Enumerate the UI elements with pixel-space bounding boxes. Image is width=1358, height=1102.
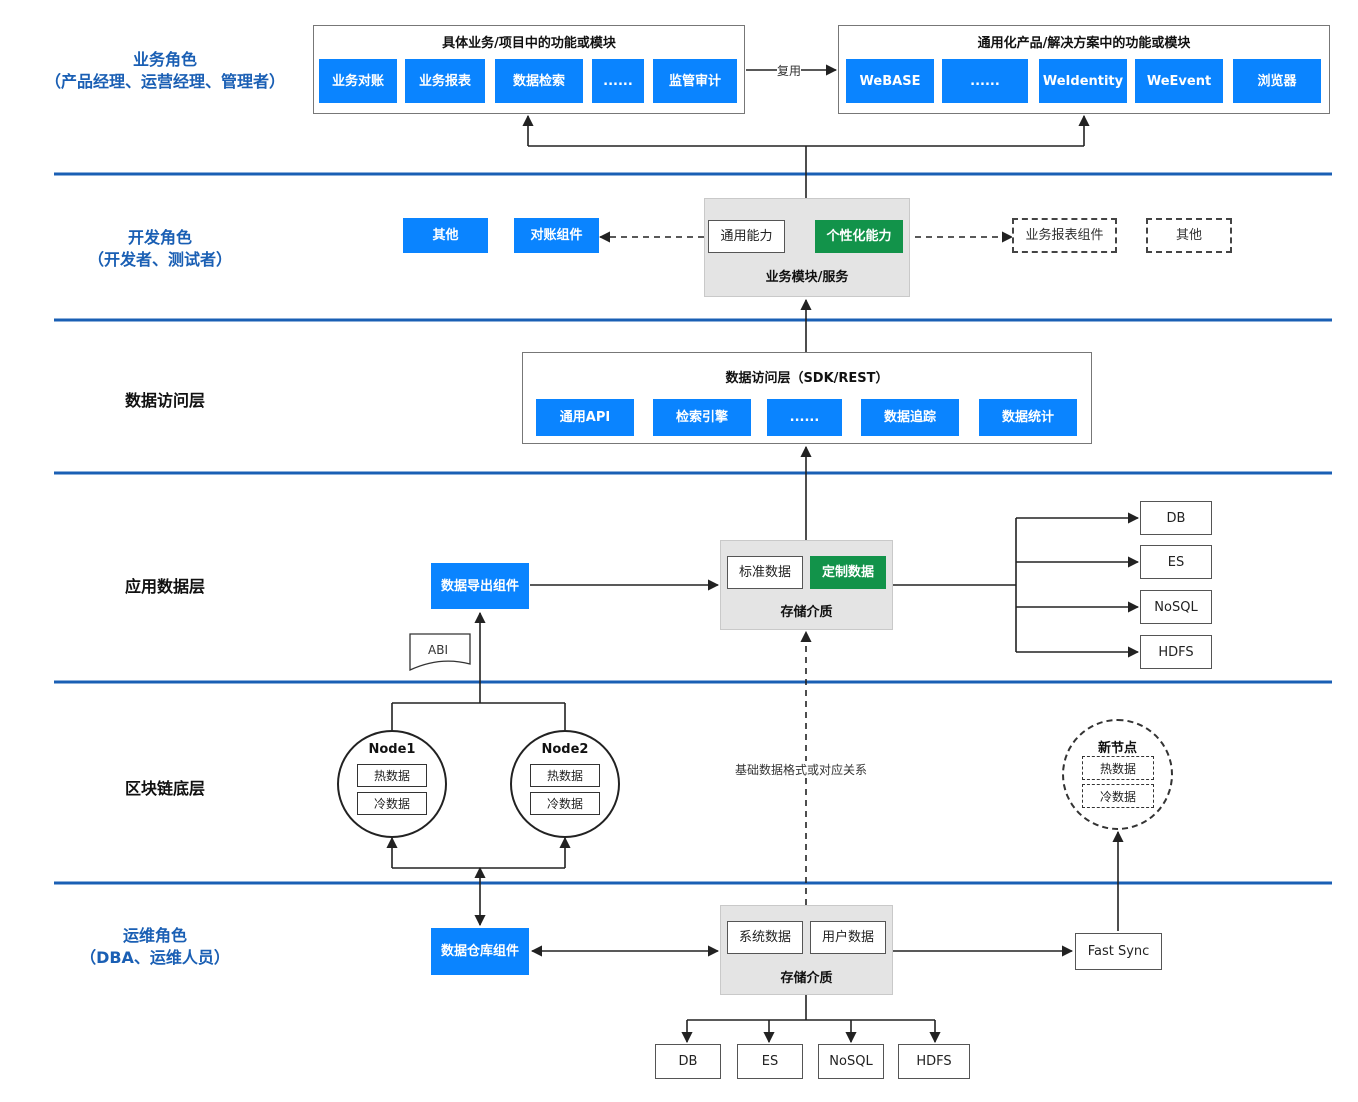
product-modules-title: 通用化产品/解决方案中的功能或模块 [977,36,1191,51]
node2-hot-data: 热数据 [530,764,600,787]
project-modules-title: 具体业务/项目中的功能或模块 [442,36,616,51]
chain-layer-label: 区块链底层 [124,779,205,798]
mapping-label: 基础数据格式或对应关系 [735,761,868,778]
user-data-box: 用户数据 [810,921,886,954]
ops-role-label: 运维角色 （DBA、运维人员） [40,925,270,969]
abi-label: ABI [428,643,448,657]
access-more: ...... [767,399,842,436]
data-warehouse-component: 数据仓库组件 [431,928,529,975]
module-search: 数据检索 [495,59,583,103]
business-role-subtitle: （产品经理、运营经理、管理者） [44,72,285,91]
module-audit: 监管审计 [653,59,737,103]
data-access-title: 数据访问层（SDK/REST） [725,371,889,386]
product-webase: WeBASE [846,59,934,103]
app-target-es: ES [1140,545,1212,579]
module-reconciliation: 业务对账 [319,59,397,103]
access-search-engine: 检索引擎 [653,399,751,436]
reuse-label: 复用 [777,62,802,79]
new-node-title: 新节点 [1097,741,1137,756]
reconciliation-component: 对账组件 [514,218,599,253]
node2-title: Node2 [541,742,589,757]
data-export-component: 数据导出组件 [431,563,529,609]
app-data-layer-label: 应用数据层 [124,577,205,596]
business-service-title: 业务模块/服务 [765,270,849,285]
standard-data-box: 标准数据 [727,556,803,589]
developer-role-subtitle: （开发者、测试者） [87,250,232,269]
app-storage-title: 存储介质 [780,605,833,620]
business-role-label: 业务角色 （产品经理、运营经理、管理者） [20,49,310,93]
developer-role-title: 开发角色 [127,228,192,247]
product-more: ...... [942,59,1028,103]
node1-cold-data: 冷数据 [357,792,427,815]
module-report: 业务报表 [405,59,485,103]
ops-storage-title: 存储介质 [780,971,833,986]
app-target-db: DB [1140,501,1212,535]
new-node-cold-data: 冷数据 [1082,784,1154,808]
ops-target-hdfs: HDFS [898,1044,970,1079]
node1-title: Node1 [368,742,416,757]
node2-cold-data: 冷数据 [530,792,600,815]
app-target-nosql: NoSQL [1140,590,1212,624]
access-general-api: 通用API [536,399,634,436]
custom-data-box: 定制数据 [810,556,886,589]
layer-dividers [54,172,1332,885]
ops-role-subtitle: （DBA、运维人员） [80,948,230,967]
access-tracking: 数据追踪 [861,399,959,436]
custom-ability-box: 个性化能力 [815,220,903,253]
dev-other-left: 其他 [403,218,488,253]
node1-hot-data: 热数据 [357,764,427,787]
business-role-title: 业务角色 [132,50,197,69]
system-data-box: 系统数据 [727,921,803,954]
new-node-hot-data: 热数据 [1082,756,1154,780]
module-more: ...... [592,59,644,103]
developer-role-label: 开发角色 （开发者、测试者） [40,227,280,271]
ops-target-es: ES [737,1044,803,1079]
data-access-layer-label: 数据访问层 [124,391,205,410]
dev-other-right: 其他 [1146,218,1232,253]
report-component-box: 业务报表组件 [1012,218,1117,253]
general-ability-box: 通用能力 [708,220,785,253]
product-weevent: WeEvent [1135,59,1223,103]
ops-target-db: DB [655,1044,721,1079]
abi-document-shape [409,633,471,672]
ops-role-title: 运维角色 [122,926,187,945]
app-target-hdfs: HDFS [1140,635,1212,669]
product-weidentity: WeIdentity [1039,59,1127,103]
product-browser: 浏览器 [1233,59,1321,103]
fast-sync-box: Fast Sync [1075,933,1162,970]
access-statistics: 数据统计 [979,399,1077,436]
ops-target-nosql: NoSQL [818,1044,884,1079]
